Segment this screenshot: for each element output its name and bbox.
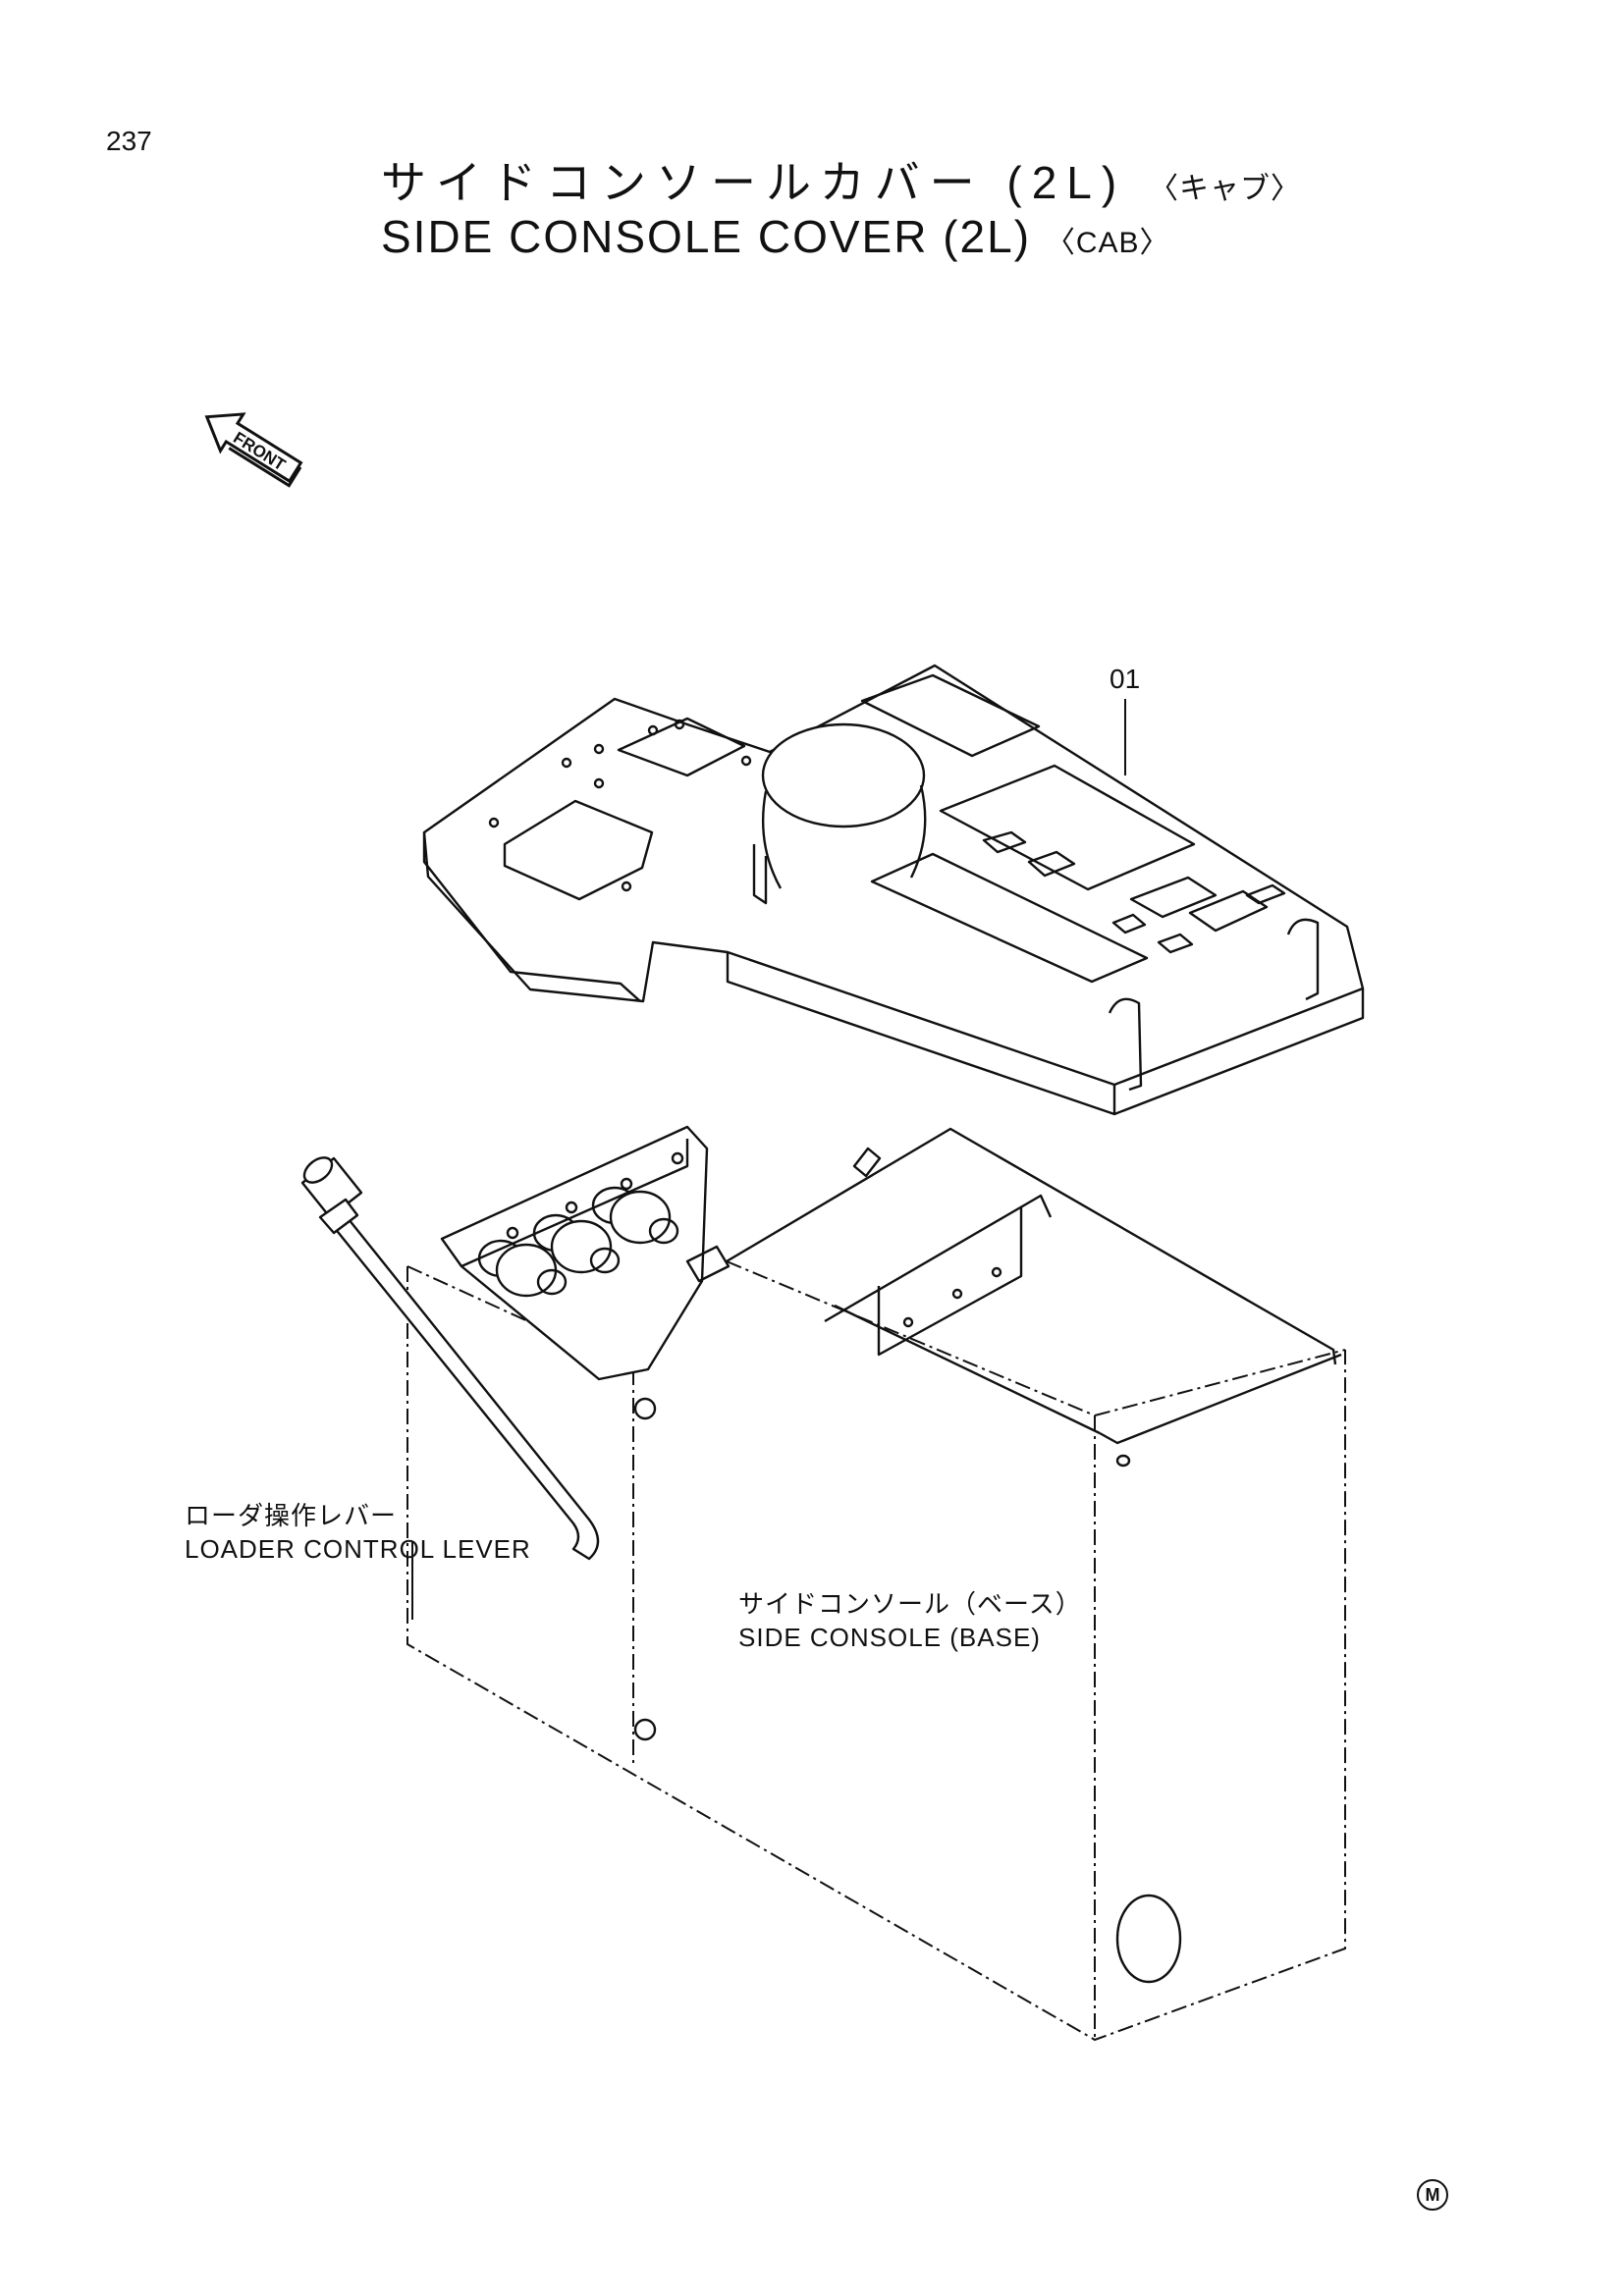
- base-label-jp: サイドコンソール（ベース）: [738, 1589, 1082, 1619]
- title-english-main: SIDE CONSOLE COVER (2L): [381, 211, 1032, 262]
- title-japanese-main: サイドコンソールカバー (2L): [381, 157, 1127, 208]
- title-japanese-sub: 〈キャブ〉: [1148, 173, 1301, 205]
- side-console-base: [406, 1260, 1346, 2042]
- front-arrow-icon: FRONT: [204, 412, 303, 488]
- title-english: SIDE CONSOLE COVER (2L) 〈CAB〉: [381, 210, 1170, 263]
- console-base-top-detail: [440, 1125, 1342, 1984]
- page-number: 237: [106, 126, 152, 156]
- part-number-01: 01: [1110, 664, 1141, 694]
- loader-control-lever-label: ローダ操作レバー LOADER CONTROL LEVER: [185, 1499, 531, 1566]
- side-console-base-label: サイドコンソール（ベース） SIDE CONSOLE (BASE): [738, 1587, 1082, 1654]
- loader-control-lever: [300, 1156, 600, 1561]
- title-english-sub: 〈CAB〉: [1045, 227, 1170, 259]
- base-label-en: SIDE CONSOLE (BASE): [738, 1623, 1041, 1652]
- console-cover-part: [422, 664, 1365, 1116]
- lever-label-jp: ローダ操作レバー: [185, 1501, 398, 1530]
- title-japanese: サイドコンソールカバー (2L) 〈キャブ〉: [381, 147, 1301, 212]
- corner-mark-icon: M: [1417, 2179, 1448, 2211]
- lever-label-en: LOADER CONTROL LEVER: [185, 1534, 531, 1564]
